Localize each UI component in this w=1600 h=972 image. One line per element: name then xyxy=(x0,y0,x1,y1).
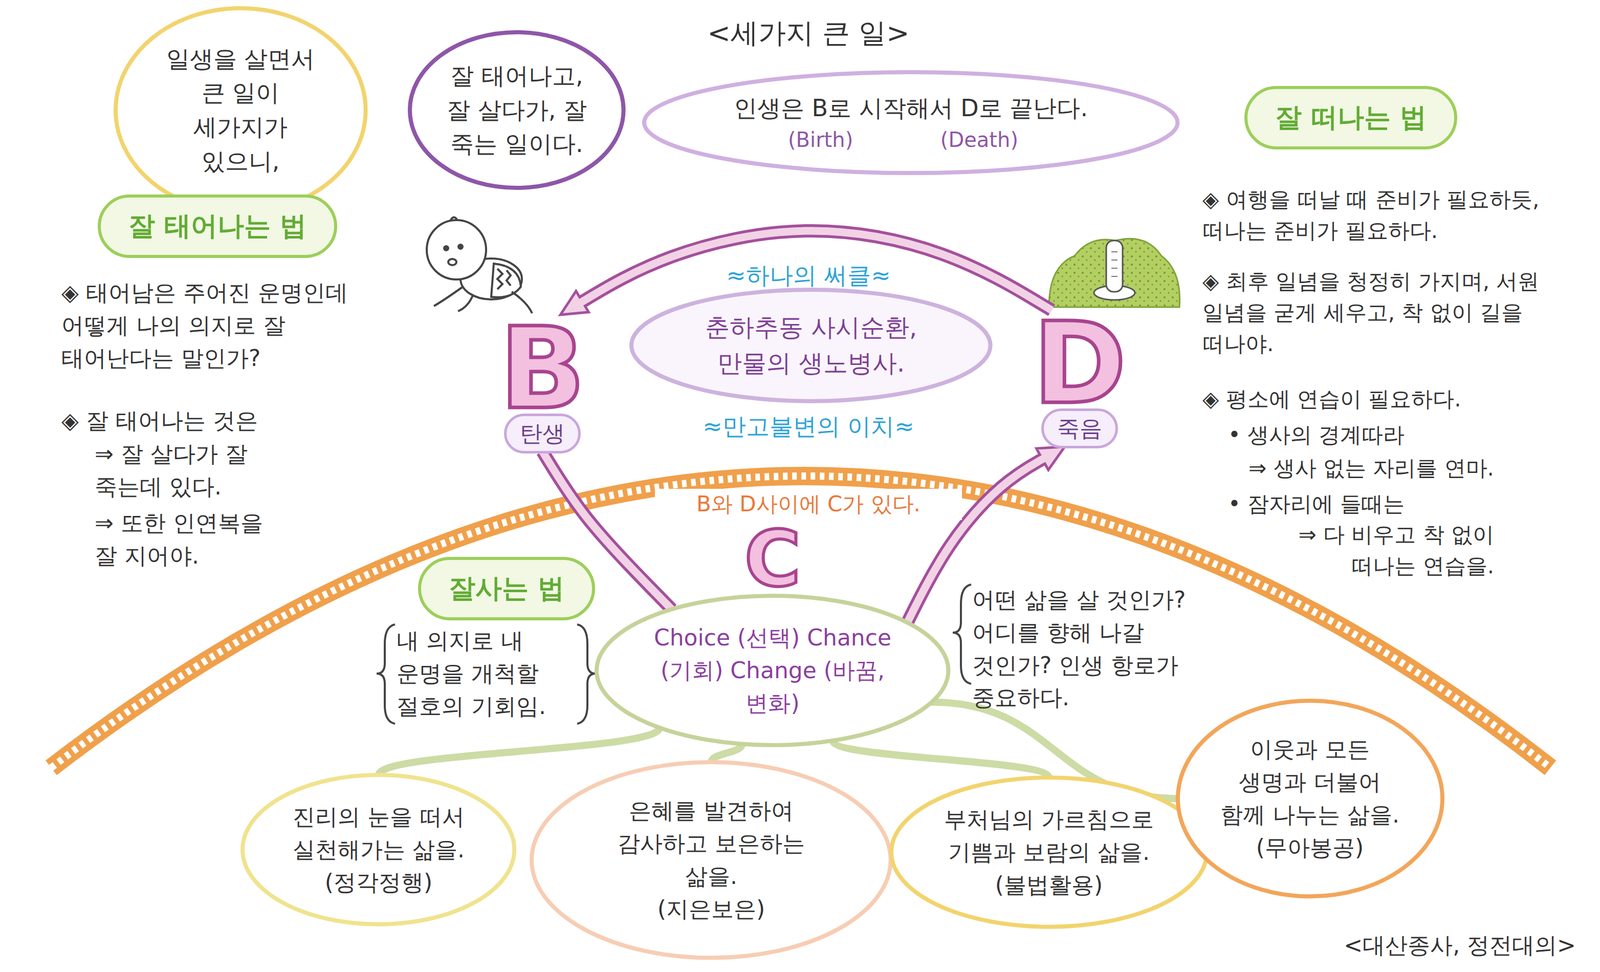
ellipse-outline xyxy=(115,8,366,213)
note-label: ◈ 평소에 연습이 필요하다. xyxy=(1202,383,1571,415)
branch-line xyxy=(378,727,660,775)
node-content: 은혜를 발견하여 감사하고 보은하는 삶을.(지은보은) xyxy=(588,794,835,925)
node-text: 부처님의 가르침으로 기쁨과 보람의 삶을. xyxy=(941,802,1157,869)
big-letter: B xyxy=(499,312,586,425)
node-content: 일생을 살면서 큰 일이 세가지가 있으니, xyxy=(156,41,325,179)
ellipse-outline xyxy=(644,72,1178,173)
note-label: ≈만고불변의 이치≈ xyxy=(629,409,988,444)
pill-text: 잘사는 법 xyxy=(448,568,565,608)
node-text: (무아봉공) xyxy=(1220,830,1400,864)
grave-illustration xyxy=(1048,238,1180,308)
pill-text: 잘 떠나는 법 xyxy=(1275,98,1427,137)
baby-illustration xyxy=(426,216,533,314)
node-content: 부처님의 가르침으로 기쁨과 보람의 삶을.(불법활용) xyxy=(941,802,1157,901)
intro-ellipse: 일생을 살면서 큰 일이 세가지가 있으니, xyxy=(113,5,369,215)
node-outline xyxy=(628,287,994,404)
sub-row: (Birth) (Death) xyxy=(726,124,1095,155)
node-text: 인생은 B로 시작해서 D로 끝난다. xyxy=(726,91,1095,126)
branch-line xyxy=(711,743,742,762)
node-text: (정각정행) xyxy=(286,865,471,899)
summary-ellipse: 잘 태어나고, 잘 살다가, 잘 죽는 일이다. xyxy=(407,29,627,191)
node-text: 잘 태어나고, 잘 살다가, 잘 죽는 일이다. xyxy=(445,58,589,162)
branch-path xyxy=(711,743,742,762)
ellipse-outline xyxy=(242,774,515,925)
c-letter: C xyxy=(744,520,801,598)
sub-label: (Death) xyxy=(940,124,1019,155)
branch-line xyxy=(833,740,1049,778)
pill-text: 잘 태어나는 법 xyxy=(128,206,307,246)
life-ellipse: 부처님의 가르침으로 기쁨과 보람의 삶을.(불법활용) xyxy=(888,774,1210,930)
death-letter: D죽음 xyxy=(1033,307,1127,449)
letter-label: 죽음 xyxy=(1041,408,1119,449)
note-label: ⇒ 생사 없는 자리를 연마. xyxy=(1248,452,1566,485)
note-label: ◈ 여행을 떠날 때 준비가 필요하듯, 떠나는 준비가 필요하다. xyxy=(1202,184,1582,247)
diagram-title: <세가지 큰 일> xyxy=(629,13,988,54)
life-ellipse: 은혜를 발견하여 감사하고 보은하는 삶을.(지은보은) xyxy=(529,759,894,960)
node-outline xyxy=(529,759,894,960)
node-content: Choice (선택) Chance (기회) Change (바꿈,변화) xyxy=(652,621,893,719)
note-label: • 생사의 경계따라 xyxy=(1228,419,1561,451)
cycle-cloud: 춘하추동 사시순환, 만물의 생노병사. xyxy=(628,287,994,404)
bd-ellipse: 인생은 B로 시작해서 D로 끝난다.(Birth) (Death) xyxy=(641,69,1180,176)
big-letter: D xyxy=(1033,307,1127,420)
node-content: 진리의 눈을 떠서 실천해가는 삶을.(정각정행) xyxy=(286,800,471,898)
node-content: 이웃과 모든 생명과 더불어 함께 나누는 삶을.(무아봉공) xyxy=(1220,732,1400,864)
section-pill: 잘 떠나는 법 xyxy=(1244,85,1458,149)
letter-label: 탄생 xyxy=(503,413,581,454)
note-label: ⇒ 또한 인연복을 잘 지어야. xyxy=(94,506,279,573)
note-label: 어떤 삶을 살 것인가? 어디를 향해 나갈 것인가? 인생 항로가 중요하다. xyxy=(972,583,1223,714)
life-ellipse: 진리의 눈을 떠서 실천해가는 삶을.(정각정행) xyxy=(239,772,517,927)
note-label: ◈ 태어남은 주어진 운명인데 어떻게 나의 의지로 잘 태어난다는 말인가? xyxy=(61,276,379,375)
node-text: 이웃과 모든 생명과 더불어 함께 나누는 삶을. xyxy=(1220,732,1400,831)
node-outline xyxy=(1175,697,1445,899)
section-pill: 잘 태어나는 법 xyxy=(97,194,338,258)
node-outline xyxy=(641,69,1180,176)
ellipse-outline xyxy=(1177,700,1443,896)
ellipse-outline xyxy=(409,32,624,188)
note-label: ◈ 잘 태어나는 것은 xyxy=(61,404,369,437)
note-label: B와 D사이에 C가 있다. xyxy=(654,488,962,520)
node-text: Choice (선택) Chance (기회) Change (바꿈,변화) xyxy=(652,621,893,719)
node-content: 춘하추동 사시순환, 만물의 생노병사. xyxy=(688,309,934,381)
node-text: 은혜를 발견하여 감사하고 보은하는 삶을. xyxy=(588,794,835,892)
note-label: ≈하나의 써클≈ xyxy=(654,258,962,293)
ellipse-outline xyxy=(596,595,949,745)
node-content: 잘 태어나고, 잘 살다가, 잘 죽는 일이다. xyxy=(445,58,589,162)
node-text: (불법활용) xyxy=(941,868,1157,902)
node-text: 진리의 눈을 떠서 실천해가는 삶을. xyxy=(286,800,471,866)
note-label: ⇒ 잘 살다가 잘 죽는데 있다. xyxy=(94,437,264,503)
node-text: 일생을 살면서 큰 일이 세가지가 있으니, xyxy=(156,41,325,179)
ellipse-outline xyxy=(631,289,991,402)
node-text: (지은보은) xyxy=(588,892,835,926)
node-content: 인생은 B로 시작해서 D로 끝난다.(Birth) (Death) xyxy=(726,91,1095,156)
note-label: ⇒ 다 비우고 착 없이 떠나는 연습을. xyxy=(1258,519,1495,582)
note-label: • 잠자리에 들때는 xyxy=(1228,488,1561,520)
life-ellipse: 이웃과 모든 생명과 더불어 함께 나누는 삶을.(무아봉공) xyxy=(1175,697,1445,899)
node-text: 춘하추동 사시순환, 만물의 생노병사. xyxy=(688,309,934,381)
birth-letter: B탄생 xyxy=(499,312,586,454)
branch-path xyxy=(833,740,1049,778)
ellipse-outline xyxy=(891,777,1207,927)
note-label: ◈ 최후 일념을 청정히 가지며, 서원 일념을 굳게 세우고, 착 없이 길을… xyxy=(1202,266,1571,360)
ellipse-outline xyxy=(531,761,891,958)
note-label: 내 의지로 내 운명을 개척할 절호의 기회임. xyxy=(396,624,576,722)
diagram-caption: <대산종사, 정전대의> xyxy=(1268,928,1576,962)
sub-label: (Birth) xyxy=(787,124,853,155)
branch-path xyxy=(378,727,660,775)
node-outline xyxy=(113,5,369,215)
choice-ellipse: Choice (선택) Chance (기회) Change (바꿈,변화)C xyxy=(594,593,951,748)
section-pill: 잘사는 법 xyxy=(418,556,596,620)
